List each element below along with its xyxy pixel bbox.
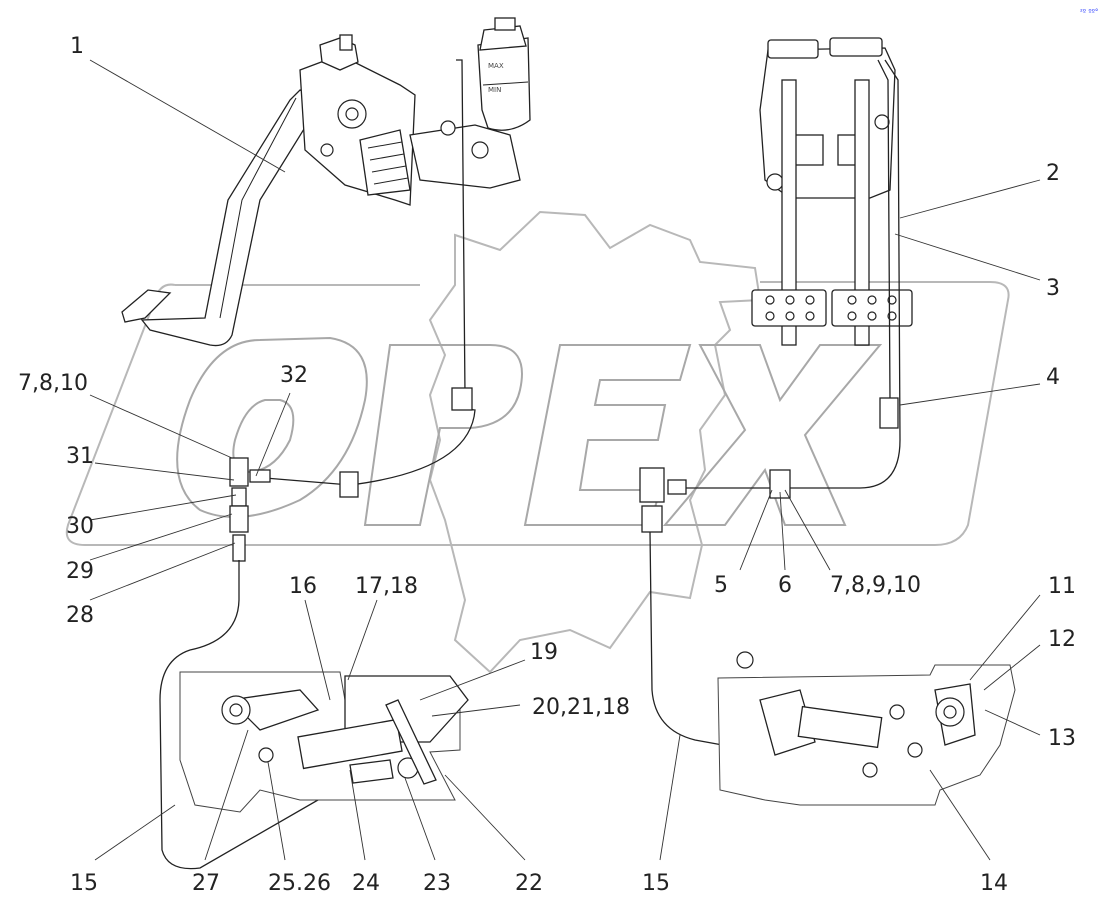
callout-23: 23 — [423, 871, 451, 896]
right-slave-cylinder-assembly — [717, 651, 1016, 806]
callout-19: 19 — [530, 640, 558, 665]
callout-13: 13 — [1048, 726, 1076, 751]
callout-17-18: 17,18 — [355, 574, 418, 599]
callout-14: 14 — [980, 871, 1008, 896]
callout-5: 5 — [714, 573, 728, 598]
callout-3: 3 — [1046, 276, 1060, 301]
brake-master-cylinder-assembly — [680, 37, 913, 489]
callout-29: 29 — [66, 559, 94, 584]
reservoir-max-mark: MAX — [488, 62, 504, 70]
callout-12: 12 — [1048, 627, 1076, 652]
callout-15-left: 15 — [70, 871, 98, 896]
callout-27: 27 — [192, 871, 220, 896]
clutch-pedal-assembly: MAX MIN — [121, 17, 531, 347]
callout-22: 22 — [515, 871, 543, 896]
callout-7-8-10: 7,8,10 — [18, 371, 88, 396]
leader-lines — [89, 59, 1041, 861]
callout-32: 32 — [280, 363, 308, 388]
brake-hydraulic-line — [639, 467, 791, 751]
left-slave-cylinder-assembly — [179, 671, 469, 813]
callout-2: 2 — [1046, 161, 1060, 186]
callout-11: 11 — [1048, 574, 1076, 599]
callout-4: 4 — [1046, 365, 1060, 390]
reservoir-min-mark: MIN — [488, 86, 501, 94]
callout-7-8-9-10: 7,8,9,10 — [830, 573, 921, 598]
callout-25-26: 25.26 — [268, 871, 331, 896]
callout-20-21-18: 20,21,18 — [532, 695, 630, 720]
callout-31: 31 — [66, 444, 94, 469]
callout-30: 30 — [66, 514, 94, 539]
clutch-hydraulic-line — [159, 59, 476, 870]
callout-1: 1 — [70, 34, 84, 59]
callout-24: 24 — [352, 871, 380, 896]
corner-mark: ²º ºº° — [1080, 8, 1098, 16]
callout-28: 28 — [66, 603, 94, 628]
callout-15-right: 15 — [642, 871, 670, 896]
callout-6: 6 — [778, 573, 792, 598]
callout-16: 16 — [289, 574, 317, 599]
callout-labels: 1 2 3 4 5 6 7,8,9,10 7,8,10 32 31 30 29 … — [18, 34, 1076, 896]
